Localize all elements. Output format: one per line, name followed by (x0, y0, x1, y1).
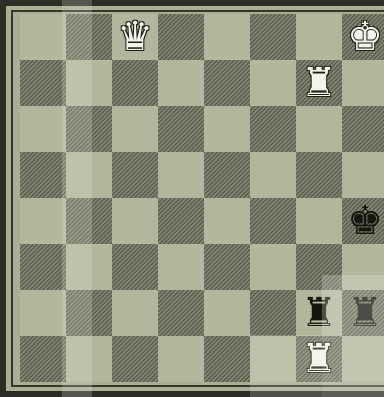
square-f6[interactable] (250, 106, 296, 152)
square-b5[interactable] (66, 152, 112, 198)
square-e1[interactable] (204, 336, 250, 382)
white-king-icon[interactable]: ♚ (342, 14, 384, 60)
square-g1[interactable]: ♜ (296, 336, 342, 382)
square-g5[interactable] (296, 152, 342, 198)
square-h2[interactable]: ♜ (342, 290, 384, 336)
square-d2[interactable] (158, 290, 204, 336)
square-d4[interactable] (158, 198, 204, 244)
square-e5[interactable] (204, 152, 250, 198)
square-e8[interactable] (204, 14, 250, 60)
square-d7[interactable] (158, 60, 204, 106)
square-d1[interactable] (158, 336, 204, 382)
square-e3[interactable] (204, 244, 250, 290)
square-a1[interactable] (20, 336, 66, 382)
white-rook-icon[interactable]: ♜ (296, 336, 342, 382)
black-king-icon[interactable]: ♚ (342, 198, 384, 244)
square-g3[interactable] (296, 244, 342, 290)
square-b6[interactable] (66, 106, 112, 152)
white-rook-icon[interactable]: ♜ (296, 60, 342, 106)
square-c4[interactable] (112, 198, 158, 244)
square-a5[interactable] (20, 152, 66, 198)
square-a2[interactable] (20, 290, 66, 336)
square-c8[interactable]: ♛ (112, 14, 158, 60)
square-h3[interactable] (342, 244, 384, 290)
square-h8[interactable]: ♚ (342, 14, 384, 60)
black-rook-icon[interactable]: ♜ (296, 290, 342, 336)
square-d6[interactable] (158, 106, 204, 152)
square-e2[interactable] (204, 290, 250, 336)
square-e4[interactable] (204, 198, 250, 244)
square-a7[interactable] (20, 60, 66, 106)
square-c5[interactable] (112, 152, 158, 198)
square-b2[interactable] (66, 290, 112, 336)
square-f2[interactable] (250, 290, 296, 336)
square-g8[interactable] (296, 14, 342, 60)
chess-board[interactable]: ♛♚♜♚♜♜♜ (20, 14, 384, 382)
square-e7[interactable] (204, 60, 250, 106)
square-g7[interactable]: ♜ (296, 60, 342, 106)
square-f7[interactable] (250, 60, 296, 106)
square-h7[interactable] (342, 60, 384, 106)
square-b7[interactable] (66, 60, 112, 106)
square-c3[interactable] (112, 244, 158, 290)
square-a3[interactable] (20, 244, 66, 290)
square-a4[interactable] (20, 198, 66, 244)
white-queen-icon[interactable]: ♛ (112, 14, 158, 60)
square-h4[interactable]: ♚ (342, 198, 384, 244)
square-c1[interactable] (112, 336, 158, 382)
square-c2[interactable] (112, 290, 158, 336)
square-e6[interactable] (204, 106, 250, 152)
square-h6[interactable] (342, 106, 384, 152)
square-f4[interactable] (250, 198, 296, 244)
square-f3[interactable] (250, 244, 296, 290)
square-a6[interactable] (20, 106, 66, 152)
square-d5[interactable] (158, 152, 204, 198)
square-h1[interactable] (342, 336, 384, 382)
square-f1[interactable] (250, 336, 296, 382)
black-rook-icon[interactable]: ♜ (342, 290, 384, 336)
square-c7[interactable] (112, 60, 158, 106)
square-d8[interactable] (158, 14, 204, 60)
square-f5[interactable] (250, 152, 296, 198)
square-g4[interactable] (296, 198, 342, 244)
square-g6[interactable] (296, 106, 342, 152)
square-g2[interactable]: ♜ (296, 290, 342, 336)
square-h5[interactable] (342, 152, 384, 198)
square-b3[interactable] (66, 244, 112, 290)
square-b8[interactable] (66, 14, 112, 60)
square-b1[interactable] (66, 336, 112, 382)
square-a8[interactable] (20, 14, 66, 60)
square-b4[interactable] (66, 198, 112, 244)
square-d3[interactable] (158, 244, 204, 290)
square-f8[interactable] (250, 14, 296, 60)
square-c6[interactable] (112, 106, 158, 152)
